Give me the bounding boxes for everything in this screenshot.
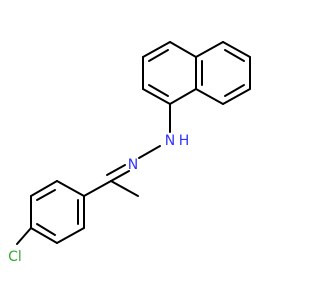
bond-ph-6	[56, 180, 85, 197]
chlorine-label: Cl	[8, 249, 22, 265]
amine-nitrogen-label: N	[165, 133, 175, 149]
bond-naph-6	[142, 41, 171, 58]
double-bond-naph-a	[148, 49, 169, 62]
bond-c-phenyl	[83, 180, 112, 197]
bond-naph-8	[222, 41, 251, 58]
molecule-canvas: N H N Cl	[8, 41, 251, 265]
bond-ph-3	[30, 227, 58, 244]
double-bond-ph-c	[36, 189, 56, 201]
bond-n-n	[138, 145, 161, 159]
bond-n-c-main	[110, 170, 130, 182]
bond-naph-4	[142, 88, 171, 105]
bond-ph-cl	[16, 227, 32, 245]
bond-naph-7	[195, 41, 224, 58]
hydrazone-nitrogen-label: N	[128, 157, 138, 173]
bond-ph-2	[56, 227, 85, 244]
molecule-diagram: N H N Cl	[8, 41, 251, 265]
double-bond-ph-b	[36, 223, 56, 236]
bond-naph-11	[195, 88, 224, 105]
bond-naph-1	[169, 41, 197, 58]
bond-n-c-second	[106, 164, 126, 176]
double-bond-naph-d	[224, 49, 245, 62]
bond-naph-3	[169, 88, 197, 105]
amine-hydrogen-label: H	[179, 133, 190, 149]
bond-naph-10	[222, 88, 251, 105]
bond-c-methyl	[110, 180, 139, 197]
double-bond-naph-e	[224, 84, 245, 97]
double-bond-naph-b	[148, 84, 169, 97]
bond-ph-5	[30, 180, 58, 197]
